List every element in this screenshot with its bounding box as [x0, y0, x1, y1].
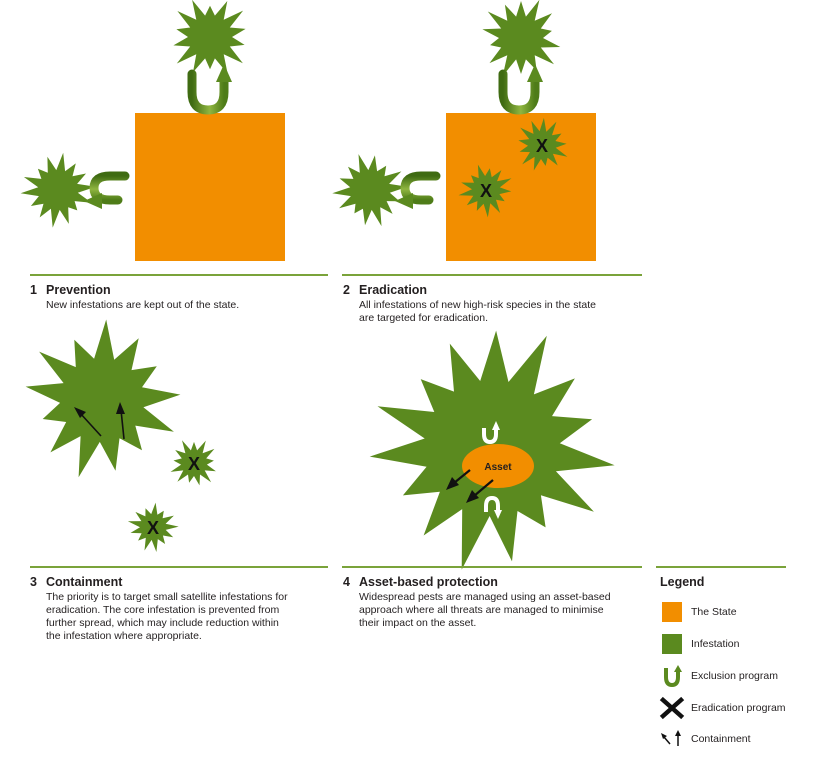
satellite-infestation-star — [170, 440, 216, 486]
infestation-star — [332, 154, 408, 227]
core-infestation-star — [25, 319, 181, 478]
description-line: are targeted for eradication. — [359, 312, 488, 324]
asset-protection-diagram: Asset — [369, 330, 615, 570]
eradication-x-mark: X — [188, 454, 200, 474]
x-mark-icon — [659, 696, 685, 720]
stage-description: Widespread pests are managed using an as… — [359, 591, 611, 630]
eradication-x-mark: X — [536, 136, 548, 156]
stage-number: 4 — [343, 575, 350, 589]
asset-ellipse — [462, 444, 534, 488]
divider-rule — [30, 274, 328, 276]
green-square-icon — [662, 634, 682, 654]
infestation-star — [173, 0, 246, 74]
legend-rule — [656, 566, 786, 568]
stage-title: 1 Prevention — [30, 283, 111, 297]
infestation-star — [518, 117, 568, 171]
exclusion-arrow — [187, 64, 232, 115]
u-arrow-icon — [664, 665, 682, 688]
description-line: The priority is to target small satellit… — [46, 591, 288, 603]
eradication-diagram: X X — [332, 0, 596, 261]
stage-description: The priority is to target small satellit… — [46, 591, 288, 643]
stage-number: 1 — [30, 283, 37, 297]
stage-name: Prevention — [46, 283, 111, 297]
description-line: the infestation where appropriate. — [46, 630, 202, 642]
exclusion-arrow — [395, 171, 441, 209]
description-line: Widespread pests are managed using an as… — [359, 591, 611, 603]
containment-arrow — [74, 407, 102, 437]
exclusion-arrow — [84, 171, 130, 209]
infestation-star — [20, 152, 96, 228]
stage-description: New infestations are kept out of the sta… — [46, 299, 239, 312]
containment-arrow — [446, 469, 471, 490]
infestation-star — [458, 164, 512, 218]
stage-name: Eradication — [359, 283, 428, 297]
description-line: eradication. The core infestation is pre… — [46, 604, 280, 616]
satellite-infestation-star — [127, 502, 179, 552]
exclusion-arrow — [484, 495, 502, 519]
asset-label: Asset — [484, 462, 512, 473]
legend-label: Eradication program — [691, 702, 786, 714]
stage-title: 3 Containment — [30, 575, 122, 589]
stage-number: 2 — [343, 283, 350, 297]
description-line: New infestations are kept out of the sta… — [46, 299, 240, 311]
state-square — [135, 113, 285, 261]
description-line: further spread, which may include reduct… — [46, 617, 279, 629]
legend-label: The State — [691, 606, 737, 618]
legend-label: Exclusion program — [691, 670, 778, 682]
prevention-diagram — [20, 0, 285, 261]
exclusion-arrow — [482, 421, 500, 445]
orange-square-icon — [662, 602, 682, 622]
stage-name: Containment — [46, 575, 123, 589]
eradication-x-mark: X — [480, 181, 492, 201]
containment-arrows-icon — [661, 730, 681, 746]
legend-label: Infestation — [691, 638, 740, 650]
infestation-star — [482, 0, 561, 76]
stage-title: 4 Asset-based protection — [343, 575, 498, 589]
description-line: approach where all threats are managed t… — [359, 604, 604, 616]
divider-rule — [342, 274, 642, 276]
stage-description: All infestations of new high-risk specie… — [359, 299, 596, 325]
stage-name: Asset-based protection — [359, 575, 498, 589]
containment-arrow — [466, 479, 494, 503]
description-line: All infestations of new high-risk specie… — [359, 299, 596, 311]
legend-label: Containment — [691, 733, 751, 745]
stage-title: 2 Eradication — [343, 283, 427, 297]
containment-arrow — [116, 402, 125, 440]
description-line: their impact on the asset. — [359, 617, 477, 629]
containment-diagram: X X — [25, 319, 216, 552]
divider-rule — [342, 566, 642, 568]
divider-rule — [30, 566, 328, 568]
exclusion-arrow — [498, 64, 543, 115]
eradication-x-mark: X — [147, 518, 159, 538]
legend-title: Legend — [660, 575, 705, 589]
stage-number: 3 — [30, 575, 37, 589]
